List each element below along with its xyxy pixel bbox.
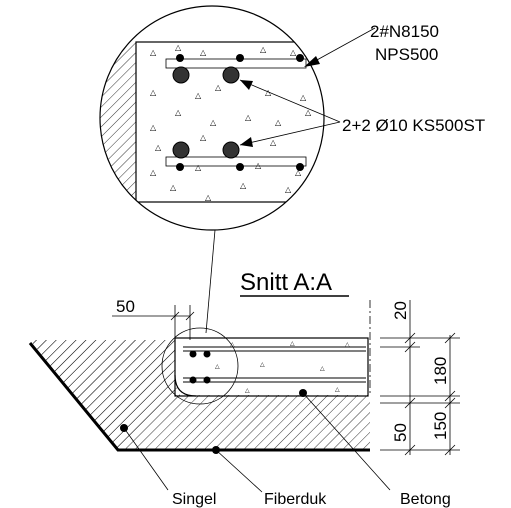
- dimensions: 50 20 180 150 50: [112, 297, 460, 456]
- svg-text:△: △: [200, 133, 207, 142]
- betong-label: Betong: [400, 491, 451, 508]
- svg-text:△: △: [200, 48, 207, 57]
- detail-main-bar: [172, 141, 190, 159]
- arrow-head: [304, 56, 320, 67]
- svg-text:△: △: [260, 45, 267, 54]
- dim-slab: 180: [431, 357, 450, 385]
- singel-leader: [123, 427, 169, 491]
- detail-rebar-dot: [236, 54, 244, 62]
- detail-rebar-dot: [296, 54, 304, 62]
- fiberduk-label: Fiberduk: [264, 491, 327, 508]
- detail-main-bar: [222, 66, 240, 84]
- detail-circle-outline: [99, 5, 325, 231]
- dim-left-offset: 50: [116, 297, 135, 316]
- svg-text:△: △: [290, 48, 297, 57]
- detail-main-bar: [172, 66, 190, 84]
- svg-text:△: △: [150, 48, 157, 57]
- detail-rebar-dot: [176, 163, 184, 171]
- detail-circle: △△△ △△△ △△△ △△△ △△△ △△△ △△△ △△△ △△△: [99, 5, 325, 231]
- svg-text:△: △: [155, 143, 162, 152]
- detail-bottom-mesh: [165, 156, 307, 167]
- slab-bar: [203, 376, 211, 384]
- section-detail-circle: [161, 327, 239, 405]
- detail-concrete: [135, 41, 324, 203]
- dim-base: 150: [431, 412, 450, 440]
- svg-text:△: △: [210, 118, 217, 127]
- singel-hatch: [30, 340, 370, 450]
- detail-rebar-dot: [236, 163, 244, 171]
- fiberduk-leader: [215, 449, 263, 493]
- svg-text:△: △: [240, 181, 247, 190]
- top-rebar-label-2: NPS500: [375, 45, 438, 64]
- bars-leader-1: [239, 79, 341, 123]
- detail-rebar-dot: [296, 163, 304, 171]
- section: △△△ △△△ △△△: [0, 300, 371, 454]
- slab-corner: [174, 374, 197, 397]
- svg-text:△: △: [205, 193, 212, 202]
- dim-cover-top: 20: [391, 301, 410, 320]
- svg-text:△: △: [215, 83, 222, 92]
- svg-text:△: △: [215, 363, 220, 370]
- ground-mask: [0, 340, 118, 450]
- svg-text:△: △: [170, 183, 177, 192]
- svg-text:△: △: [260, 361, 265, 368]
- slab-bar: [189, 350, 197, 358]
- slab: [174, 337, 369, 397]
- bars-label: 2+2 Ø10 KS500ST: [342, 116, 485, 135]
- slab-aggregate: △△△ △△△ △△△: [215, 340, 350, 395]
- svg-text:△: △: [245, 387, 250, 394]
- detail-top-mesh: [165, 58, 307, 69]
- svg-text:△: △: [295, 168, 302, 177]
- svg-text:△: △: [275, 118, 282, 127]
- svg-text:△: △: [150, 168, 157, 177]
- svg-text:△: △: [230, 341, 235, 348]
- svg-text:△: △: [195, 91, 202, 100]
- dim-bottom: 50: [391, 423, 410, 442]
- svg-text:△: △: [300, 93, 307, 102]
- svg-text:△: △: [255, 161, 262, 170]
- svg-text:△: △: [195, 163, 202, 172]
- svg-text:△: △: [175, 43, 182, 52]
- svg-text:△: △: [265, 88, 272, 97]
- detail-main-bar: [222, 141, 240, 159]
- arrow-head: [240, 80, 253, 90]
- svg-text:△: △: [335, 386, 340, 393]
- svg-text:△: △: [150, 88, 157, 97]
- svg-text:△: △: [285, 185, 292, 194]
- svg-text:△: △: [245, 113, 252, 122]
- slab-bar: [203, 350, 211, 358]
- svg-text:△: △: [150, 123, 157, 132]
- bars-leader-2: [239, 121, 341, 146]
- slab-bar: [189, 376, 197, 384]
- base-line: [28, 342, 370, 452]
- singel-label: Singel: [172, 491, 216, 508]
- svg-text:△: △: [290, 340, 295, 347]
- arrow-head: [240, 137, 253, 147]
- svg-text:△: △: [320, 365, 325, 372]
- svg-text:△: △: [345, 341, 350, 348]
- detail-ground-hatch: [100, 6, 136, 230]
- section-title: Snitt A:A: [240, 269, 332, 296]
- top-rebar-label-1: 2#N8150: [370, 22, 439, 41]
- betong-leader: [302, 392, 391, 491]
- detail-aggregate: △△△ △△△ △△△ △△△ △△△ △△△ △△△ △△△ △△△: [150, 43, 312, 202]
- detail-leader: [205, 229, 216, 334]
- svg-text:△: △: [305, 108, 312, 117]
- svg-text:△: △: [270, 138, 277, 147]
- detail-rebar-dot: [176, 54, 184, 62]
- svg-text:△: △: [175, 108, 182, 117]
